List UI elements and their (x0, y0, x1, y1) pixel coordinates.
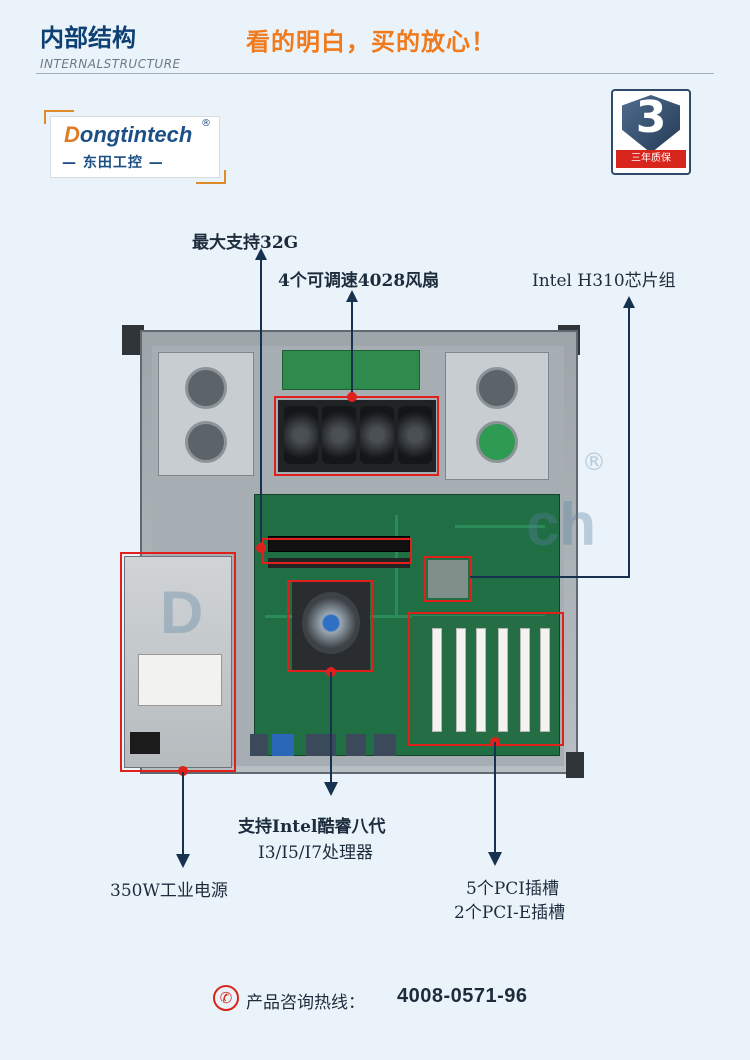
rack-ear-bottom (566, 752, 584, 778)
slogan: 看的明白，买的放心！ (246, 28, 496, 56)
marker-memory (256, 543, 266, 553)
watermark-registered-mark: ® (582, 448, 606, 476)
callout-chipset: Intel H310芯片组 (532, 266, 676, 291)
brand-logo-initial: D (64, 122, 80, 147)
arrow-head-chipset (623, 296, 635, 308)
section-subtitle: INTERNALSTRUCTURE (40, 57, 181, 71)
section-title: 内部结构 (40, 24, 136, 52)
hotline-label: 产品咨询热线： (246, 993, 365, 1013)
watermark-letter: D (160, 579, 204, 646)
callout-pci-line2: 2个PCI-E插槽 (454, 903, 566, 923)
rack-ear-left (122, 325, 144, 355)
callout-cpu-line1: 支持Intel酷睿八代 (238, 817, 386, 837)
chipset-highlight (424, 556, 472, 602)
bay-hole (476, 421, 518, 463)
pci-slot (432, 628, 442, 732)
header-divider (36, 73, 714, 74)
warranty-years: 3 (635, 92, 667, 143)
io-port (250, 734, 268, 756)
marker-psu (178, 766, 188, 776)
warranty-label: 三年质保 (616, 150, 686, 168)
arrow-line-pci (494, 742, 496, 854)
fan (398, 406, 432, 464)
brand-logo (50, 116, 220, 178)
arrow-head-fans (346, 290, 358, 302)
psu-fan (130, 732, 160, 754)
callout-chipset-text: Intel H310芯片组 (532, 271, 676, 291)
cpu-fan (302, 592, 360, 654)
chipset (428, 560, 468, 598)
fan (360, 406, 394, 464)
drive-bay-left (158, 352, 254, 476)
pci-slot (456, 628, 466, 732)
arrow-head-cpu (324, 782, 338, 796)
arrow-head-psu (176, 854, 190, 868)
bay-hole (185, 367, 227, 409)
expansion-slot-area (412, 616, 558, 740)
logo-corner-decoration (196, 170, 226, 184)
registered-mark: ® (201, 118, 211, 129)
cpu-highlight (287, 580, 373, 672)
watermark-letter: ch (526, 491, 597, 558)
marker-fans (347, 392, 357, 402)
pci-slot (520, 628, 530, 732)
fan-highlight (274, 396, 439, 476)
bay-hole (185, 421, 227, 463)
arrow-line-chipset-horizontal (470, 576, 630, 578)
brand-logo-chinese: — 东田工控 — (62, 155, 164, 171)
psu-highlight (120, 552, 236, 772)
brand-logo-name: ongtintech (79, 122, 193, 147)
pci-slot (476, 628, 486, 732)
arrow-line-cpu (330, 672, 332, 784)
callout-psu: 350W工业电源 (110, 881, 228, 901)
board-trace (455, 525, 545, 528)
arrow-line-memory (260, 258, 262, 542)
arrow-line-psu (182, 772, 184, 856)
io-port (374, 734, 396, 756)
board-trace (265, 615, 545, 618)
arrow-line-fans (351, 300, 353, 396)
pci-highlight (408, 612, 564, 746)
fan-array (278, 400, 436, 472)
memory-highlight (262, 538, 412, 564)
io-port (306, 734, 336, 756)
logo-corner-decoration (44, 110, 74, 124)
psu-label (138, 654, 222, 706)
fan (284, 406, 318, 464)
callout-cpu-line2: I3/I5/I7处理器 (258, 843, 374, 863)
arrow-head-pci (488, 852, 502, 866)
pci-slot (540, 628, 550, 732)
phone-icon: ✆ (213, 985, 239, 1011)
callout-memory: 最大支持32G (192, 233, 299, 253)
memory-slot (268, 536, 410, 552)
brand-logo-text: Dongtintech (64, 122, 192, 148)
callout-fans: 4个可调速4028风扇 (278, 271, 440, 291)
bay-hole (476, 367, 518, 409)
io-port (272, 734, 294, 756)
arrow-head-memory (255, 248, 267, 260)
fan (322, 406, 356, 464)
pci-slot (498, 628, 508, 732)
hotline-number[interactable]: 4008-0571-96 (397, 985, 528, 1007)
callout-pci-line1: 5个PCI插槽 (466, 879, 559, 899)
drive-bay-right (445, 352, 549, 480)
arrow-line-chipset (628, 306, 630, 578)
io-port (346, 734, 366, 756)
